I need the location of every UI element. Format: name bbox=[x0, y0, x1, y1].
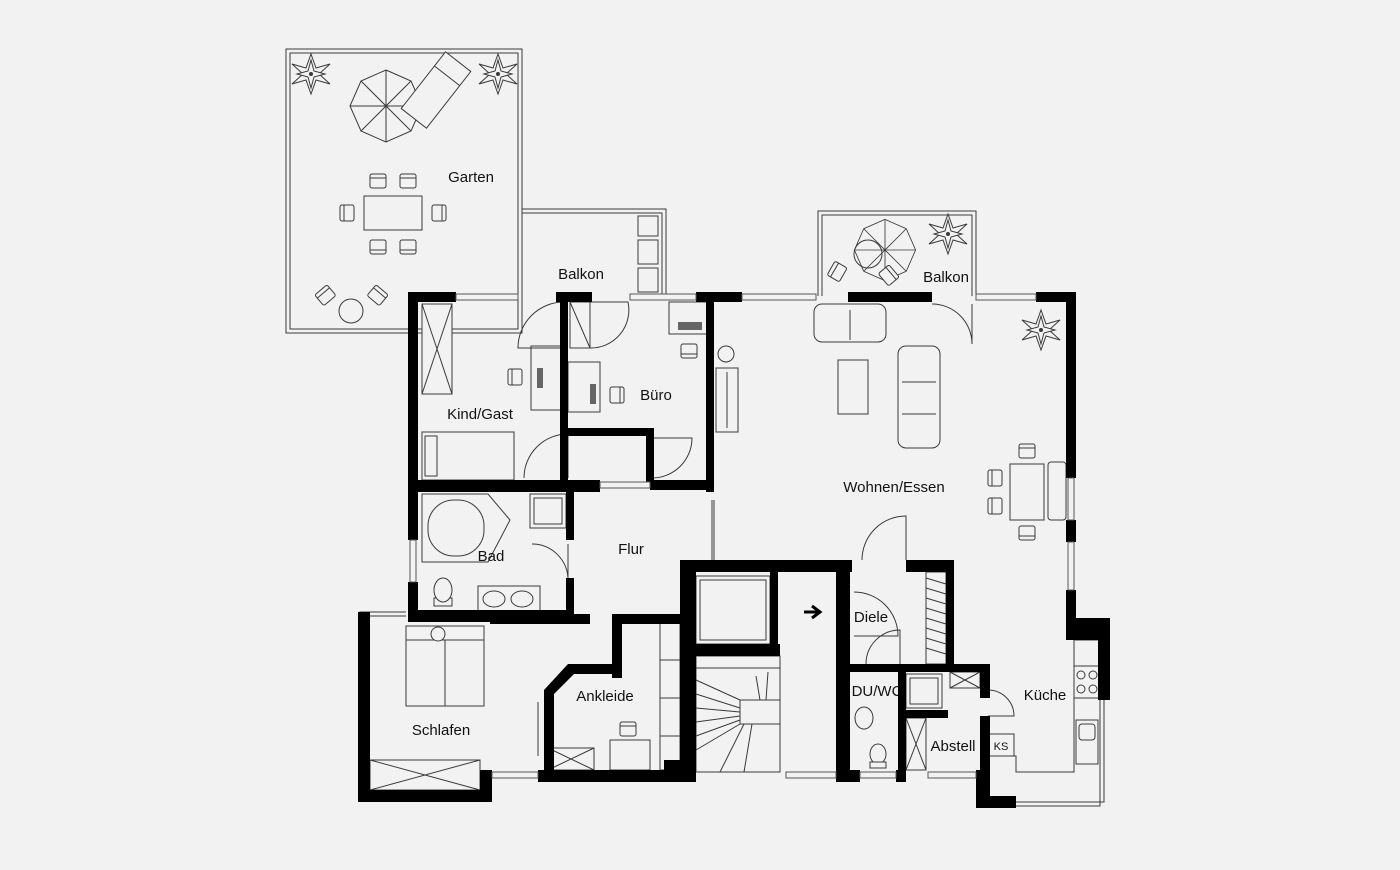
bed-icon bbox=[421, 431, 515, 481]
door-swing-icon bbox=[651, 437, 693, 479]
bench-icon bbox=[637, 267, 659, 293]
room-buero: Büro bbox=[567, 301, 710, 479]
room-label-wohnen-essen: Wohnen/Essen bbox=[843, 479, 944, 496]
chair-icon bbox=[987, 497, 1003, 515]
room-abstell: Abstell bbox=[905, 671, 981, 771]
chair-icon bbox=[987, 469, 1003, 487]
chair-icon bbox=[399, 239, 417, 255]
room-label-du-wc: DU/WC bbox=[852, 683, 903, 700]
coffee-table-icon bbox=[837, 359, 869, 415]
room-label-flur: Flur bbox=[618, 541, 644, 558]
chair-icon bbox=[637, 215, 659, 237]
room-label-ankleide: Ankleide bbox=[576, 688, 634, 705]
door-swing-icon bbox=[589, 301, 630, 349]
room-kind-gast: Kind/Gast bbox=[421, 301, 569, 481]
garden-area: Garten bbox=[285, 48, 523, 334]
plant-icon bbox=[717, 345, 735, 363]
door-swing-icon bbox=[865, 629, 901, 665]
room-diele: Diele bbox=[853, 571, 947, 665]
room-bad: Bad bbox=[421, 493, 569, 613]
lamp-icon bbox=[430, 626, 446, 642]
door-swing-icon bbox=[853, 591, 899, 637]
windows bbox=[409, 293, 1075, 779]
door-swing-icon bbox=[931, 303, 973, 345]
plant-icon bbox=[1021, 309, 1061, 351]
toilet-icon bbox=[433, 577, 453, 607]
room-label-balkon-right: Balkon bbox=[923, 269, 969, 286]
elevator-icon bbox=[695, 575, 771, 645]
lounger-icon bbox=[400, 51, 472, 129]
room-label-abstell: Abstell bbox=[930, 738, 975, 755]
room-ankleide: Ankleide bbox=[537, 621, 681, 771]
chair-icon bbox=[507, 368, 523, 386]
stove-icon bbox=[1073, 665, 1101, 699]
monitor-icon bbox=[590, 384, 596, 404]
chair-icon bbox=[431, 204, 447, 222]
dresser-icon bbox=[609, 739, 651, 771]
room-label-balkon-left: Balkon bbox=[558, 266, 604, 283]
room-label-bad: Bad bbox=[478, 548, 505, 565]
bench-icon bbox=[637, 239, 659, 265]
sink-icon bbox=[477, 585, 541, 613]
table-icon bbox=[363, 195, 423, 231]
room-label-diele: Diele bbox=[854, 609, 888, 626]
fridge-label: KS bbox=[994, 741, 1009, 753]
walls bbox=[358, 292, 1110, 808]
chair-icon bbox=[1018, 443, 1036, 459]
chair-icon bbox=[314, 284, 337, 307]
room-label-garten: Garten bbox=[448, 169, 494, 186]
stairs-icon bbox=[695, 655, 781, 773]
room-label-schlafen: Schlafen bbox=[412, 722, 470, 739]
sink-icon bbox=[854, 706, 874, 730]
stairwell bbox=[695, 575, 823, 773]
arrow-right-icon bbox=[804, 604, 823, 620]
printer-icon bbox=[678, 322, 702, 330]
shower-icon bbox=[529, 493, 567, 529]
toilet-icon bbox=[869, 743, 887, 769]
room-kueche: Küche KS bbox=[987, 639, 1101, 773]
sink-icon bbox=[1075, 719, 1099, 765]
chair-icon bbox=[619, 721, 637, 737]
bed-icon bbox=[405, 625, 485, 707]
door-swing-icon bbox=[861, 515, 907, 561]
room-wohnen-essen: Wohnen/Essen bbox=[715, 303, 1067, 561]
tv-cabinet-icon bbox=[715, 367, 739, 433]
plant-icon bbox=[291, 53, 331, 95]
balcony-right: Balkon bbox=[817, 210, 977, 296]
room-flur: Flur bbox=[618, 541, 644, 558]
chair-icon bbox=[339, 204, 355, 222]
monitor-icon bbox=[537, 368, 543, 388]
dining-table-icon bbox=[1009, 463, 1045, 521]
chair-icon bbox=[399, 173, 417, 189]
sofa-icon bbox=[897, 345, 941, 449]
door-swing-icon bbox=[531, 543, 569, 581]
wardrobe-icon bbox=[925, 571, 947, 665]
room-label-buero: Büro bbox=[640, 387, 672, 404]
bench-icon bbox=[1047, 461, 1067, 521]
room-label-kind-gast: Kind/Gast bbox=[447, 406, 514, 423]
chair-icon bbox=[366, 284, 389, 307]
wardrobe-icon bbox=[659, 621, 681, 771]
door-swing-icon bbox=[987, 689, 1015, 717]
room-du-wc: DU/WC bbox=[852, 673, 943, 769]
table-icon bbox=[853, 239, 883, 269]
chair-icon bbox=[369, 239, 387, 255]
chair-icon bbox=[1018, 525, 1036, 541]
room-schlafen: Schlafen bbox=[369, 625, 485, 791]
door-swing-icon bbox=[517, 301, 565, 349]
balcony-left: Balkon bbox=[522, 208, 667, 296]
bathtub-icon bbox=[421, 493, 511, 563]
plant-icon bbox=[928, 213, 968, 255]
plant-icon bbox=[478, 53, 518, 95]
chair-icon bbox=[609, 386, 625, 404]
desk-icon bbox=[530, 345, 566, 411]
room-label-kueche: Küche bbox=[1024, 687, 1067, 704]
chair-icon bbox=[826, 260, 848, 283]
chair-icon bbox=[680, 343, 698, 359]
sofa-icon bbox=[813, 303, 887, 343]
chair-icon bbox=[369, 173, 387, 189]
side-table-icon bbox=[338, 298, 364, 324]
shower-icon bbox=[905, 673, 943, 709]
